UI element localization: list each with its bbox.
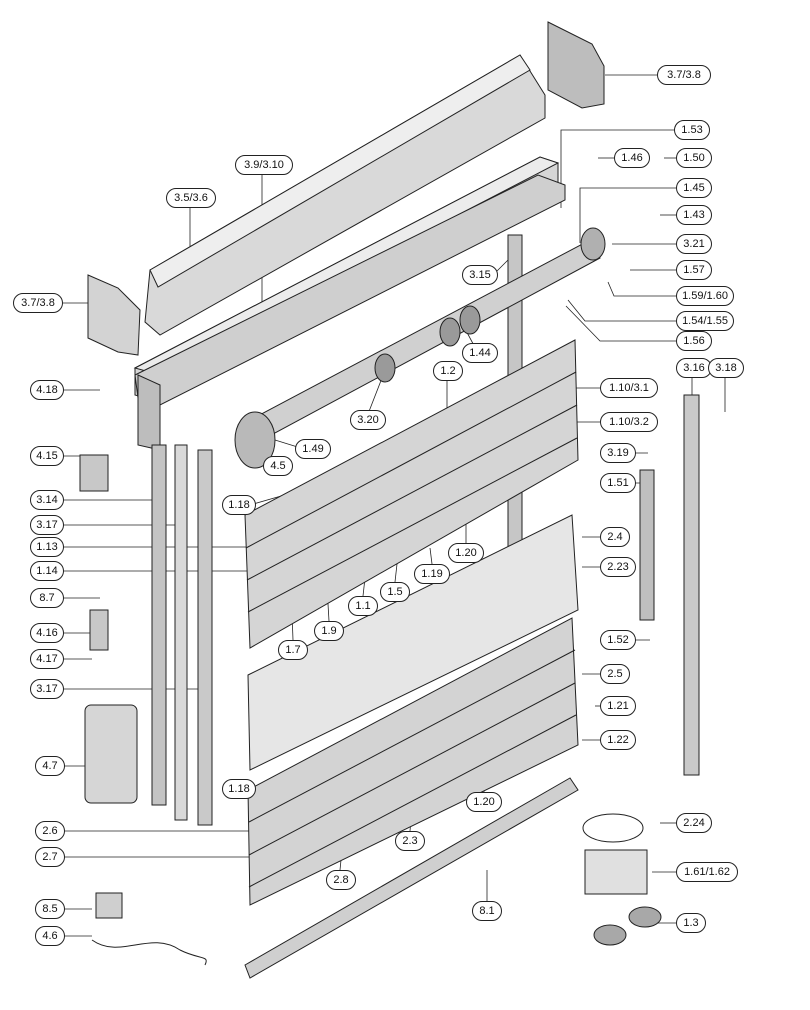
cover-front <box>144 54 546 336</box>
callout-3-9-3-10: 3.9/3.10 <box>235 155 293 175</box>
callout-2-3: 2.3 <box>395 831 425 851</box>
callout-1-10-3-2: 1.10/3.2 <box>600 412 658 432</box>
callout-3-17-top: 3.17 <box>30 515 64 535</box>
callout-1-61-1-62: 1.61/1.62 <box>676 862 738 882</box>
callout-2-8: 2.8 <box>326 870 356 890</box>
callout-1-19: 1.19 <box>414 564 450 584</box>
callout-1-2: 1.2 <box>433 361 463 381</box>
chain-mesh <box>247 514 579 771</box>
callout-1-57: 1.57 <box>676 260 712 280</box>
callout-2-6: 2.6 <box>35 821 65 841</box>
callout-1-53: 1.53 <box>674 120 710 140</box>
callout-3-7-3-8-left: 3.7/3.8 <box>13 293 63 313</box>
callout-1-10-3-1: 1.10/3.1 <box>600 378 658 398</box>
callout-1-44: 1.44 <box>462 343 498 363</box>
bottom-bar <box>244 777 579 979</box>
callout-1-14: 1.14 <box>30 561 64 581</box>
callout-1-20-bottom: 1.20 <box>466 792 502 812</box>
callout-3-7-3-8-top: 3.7/3.8 <box>657 65 711 85</box>
callout-1-51: 1.51 <box>600 473 636 493</box>
curtain-upper <box>244 339 579 649</box>
callout-1-1: 1.1 <box>348 596 378 616</box>
callout-3-20: 3.20 <box>350 410 386 430</box>
curtain-lower <box>247 617 579 906</box>
box-end-caps <box>87 21 605 356</box>
callout-4-18: 4.18 <box>30 380 64 400</box>
callout-1-18-top: 1.18 <box>222 495 256 515</box>
callout-1-5: 1.5 <box>380 582 410 602</box>
callout-3-17-bottom: 3.17 <box>30 679 64 699</box>
callout-3-16: 3.16 <box>676 358 712 378</box>
callout-8-1: 8.1 <box>472 901 502 921</box>
callout-1-50: 1.50 <box>676 148 712 168</box>
callout-1-43: 1.43 <box>676 205 712 225</box>
callout-4-17: 4.17 <box>30 649 64 669</box>
callout-1-9: 1.9 <box>314 621 344 641</box>
callout-4-7: 4.7 <box>35 756 65 776</box>
callout-3-21: 3.21 <box>676 234 712 254</box>
callout-8-5: 8.5 <box>35 899 65 919</box>
callout-1-20-top: 1.20 <box>448 543 484 563</box>
callout-1-21: 1.21 <box>600 696 636 716</box>
callout-4-6: 4.6 <box>35 926 65 946</box>
callout-1-59-1-60: 1.59/1.60 <box>676 286 734 306</box>
callout-1-52: 1.52 <box>600 630 636 650</box>
callout-2-5: 2.5 <box>600 664 630 684</box>
callout-8-7: 8.7 <box>30 588 64 608</box>
callout-2-7: 2.7 <box>35 847 65 867</box>
callout-3-5-3-6: 3.5/3.6 <box>166 188 216 208</box>
callout-1-13: 1.13 <box>30 537 64 557</box>
callout-1-22: 1.22 <box>600 730 636 750</box>
callout-2-23: 2.23 <box>600 557 636 577</box>
callout-1-46: 1.46 <box>614 148 650 168</box>
roller-shaft <box>234 227 606 469</box>
callout-2-24: 2.24 <box>676 813 712 833</box>
callout-1-18-bottom: 1.18 <box>222 779 256 799</box>
accessories <box>79 454 662 966</box>
callout-1-56: 1.56 <box>676 331 712 351</box>
callout-2-4: 2.4 <box>600 527 630 547</box>
callout-3-18: 3.18 <box>708 358 744 378</box>
callout-4-16: 4.16 <box>30 623 64 643</box>
callout-1-3: 1.3 <box>676 913 706 933</box>
callout-3-14: 3.14 <box>30 490 64 510</box>
callout-3-19: 3.19 <box>600 443 636 463</box>
callout-1-7: 1.7 <box>278 640 308 660</box>
callout-1-54-1-55: 1.54/1.55 <box>676 311 734 331</box>
box-housing <box>134 174 566 451</box>
callout-1-49: 1.49 <box>295 439 331 459</box>
callout-1-45: 1.45 <box>676 178 712 198</box>
callout-4-5: 4.5 <box>263 456 293 476</box>
callout-3-15: 3.15 <box>462 265 498 285</box>
callout-4-15: 4.15 <box>30 446 64 466</box>
